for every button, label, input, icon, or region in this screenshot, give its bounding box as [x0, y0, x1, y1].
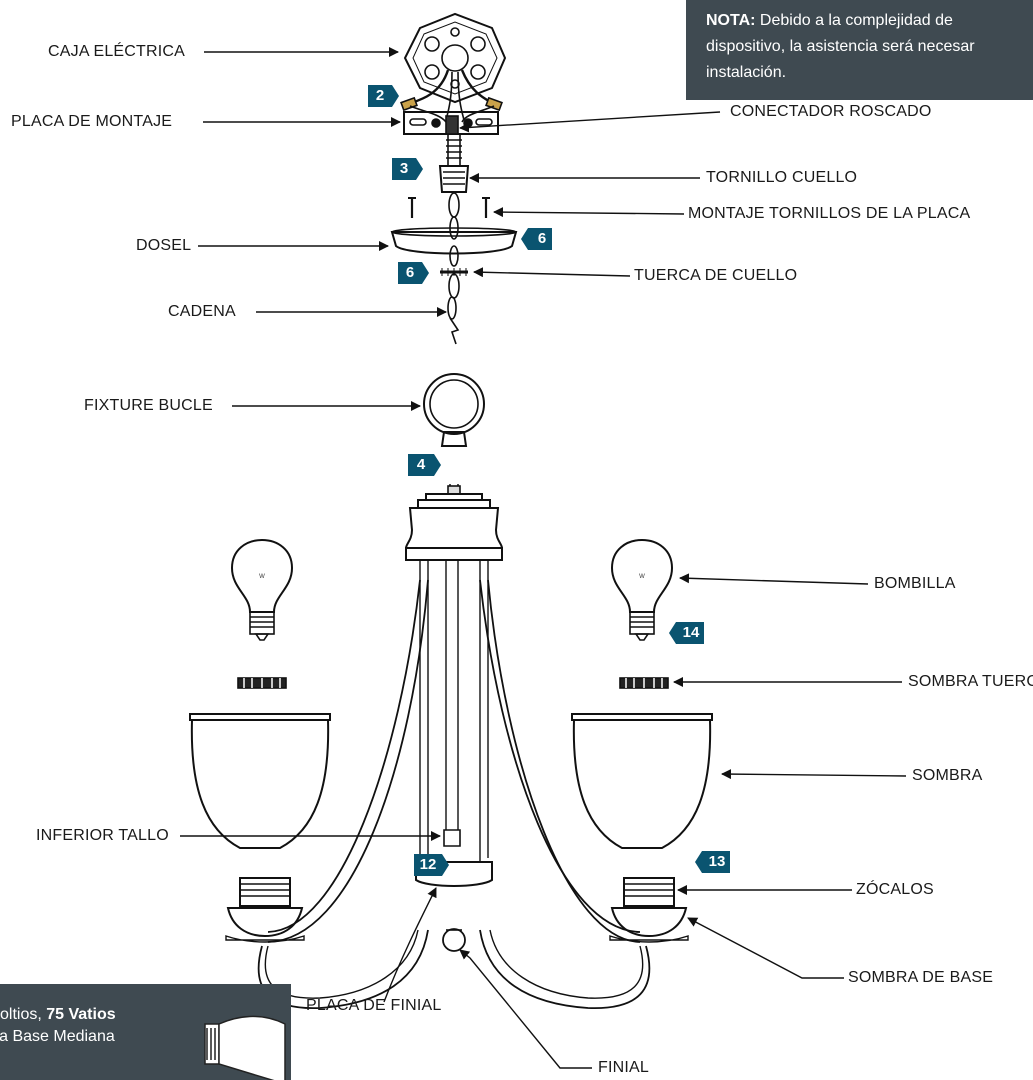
bulb-spec-line-1: voltios,: [0, 1006, 42, 1023]
step-number-14: 14: [682, 624, 700, 641]
chain-illustration-lower: [447, 245, 460, 345]
step-number-12: 12: [419, 856, 437, 873]
step-number-13: 13: [708, 853, 726, 870]
left-socket-illustration: [225, 877, 305, 943]
step-number-4: 4: [416, 456, 426, 473]
bulb-spec-icon: [204, 1015, 286, 1080]
note-heading: NOTA:: [706, 12, 756, 29]
label-finial-plate: PLACA DE FINIAL: [306, 997, 442, 1014]
step-badge-6b: [398, 262, 429, 284]
mounting-plate-illustration: [403, 111, 499, 135]
label-chain: CADENA: [168, 303, 236, 320]
right-socket-illustration: [609, 877, 689, 943]
step-number-6a: 6: [537, 230, 547, 247]
label-finial: FINIAL: [598, 1059, 649, 1076]
bulb-spec-line-2: lla Base Mediana: [0, 1028, 115, 1045]
electrical-box-illustration: [400, 12, 507, 123]
fixture-body-illustration: [404, 484, 504, 952]
label-sockets: ZÓCALOS: [856, 881, 934, 898]
step-badge-12: [414, 854, 449, 876]
note-line-3: instalación.: [706, 64, 787, 81]
label-shade: SOMBRA: [912, 767, 983, 784]
step-badge-3: [392, 158, 423, 180]
step-badge-13: [695, 851, 730, 873]
step-badge-4: [408, 454, 441, 476]
shade-nut-left-illustration: [237, 677, 287, 689]
fixture-loop-illustration: [423, 373, 485, 447]
label-threaded-connector: CONECTADOR ROSCADO: [730, 103, 932, 120]
bulb-spec-wattage: 75 Vatios: [46, 1006, 116, 1023]
label-collar-nut: TUERCA DE CUELLO: [634, 267, 798, 284]
label-shade-nut: SOMBRA TUERCA: [908, 673, 1033, 690]
step-badge-6a: [521, 228, 552, 250]
step-badge-2: [368, 85, 399, 107]
right-bulb-illustration: W: [610, 538, 674, 641]
collar-screw-illustration: [438, 134, 470, 193]
label-mounting-screws: MONTAJE TORNILLOS DE LA PLACA: [688, 205, 971, 222]
left-shade-illustration: [189, 713, 331, 849]
label-mounting-plate: PLACA DE MONTAJE: [11, 113, 173, 130]
step-badge-14: [669, 622, 704, 644]
bulb-spec-note: voltios, 75 Vatios lla Base Mediana: [0, 984, 291, 1080]
label-electrical-box: CAJA ELÉCTRICA: [48, 43, 186, 60]
left-bulb-illustration: W: [230, 538, 294, 641]
step-number-2: 2: [375, 87, 385, 104]
right-shade-illustration: [571, 713, 713, 849]
step-number-6b: 6: [405, 264, 415, 281]
label-canopy: DOSEL: [136, 237, 192, 254]
svg-text:W: W: [639, 574, 645, 580]
step-number-3: 3: [399, 160, 409, 177]
label-shade-base: SOMBRA DE BASE: [848, 969, 994, 986]
fixture-arms-illustration: [257, 579, 651, 1009]
note-line-2: dispositivo, la asistencia será necesar: [706, 38, 975, 55]
label-fixture-loop: FIXTURE BUCLE: [84, 397, 213, 414]
label-collar-screw: TORNILLO CUELLO: [706, 169, 858, 186]
canopy-illustration: [390, 227, 518, 255]
shade-nut-right-illustration: [619, 677, 669, 689]
note-line-1: Debido a la complejidad de: [759, 12, 953, 29]
installation-note: NOTA: Debido a la complejidad de disposi…: [686, 0, 1033, 100]
svg-text:W: W: [259, 574, 265, 580]
label-lower-stem: INFERIOR TALLO: [36, 827, 169, 844]
label-bulb: BOMBILLA: [874, 575, 956, 592]
